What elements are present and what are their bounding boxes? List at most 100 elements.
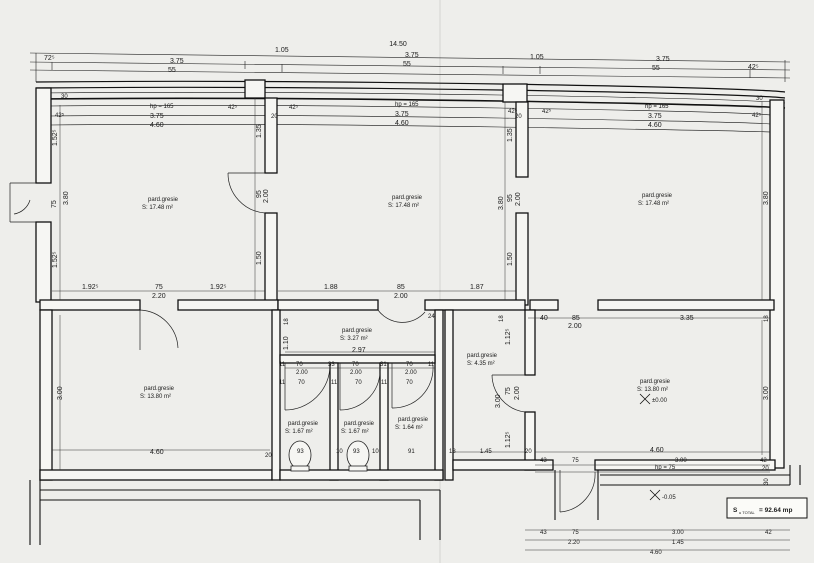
dim: 1.87: [470, 284, 484, 291]
dim: 1.52⁵: [52, 251, 59, 268]
dim: 75: [572, 458, 579, 464]
hp-label: hp = 165: [150, 104, 174, 110]
dim: 3.75: [648, 113, 662, 120]
dim: 3.80: [63, 191, 70, 205]
dim: 2.00: [514, 386, 521, 400]
dim: 1.50: [507, 252, 514, 266]
dim: 70: [406, 380, 413, 386]
room-area: S: 3.27 m²: [340, 336, 368, 342]
mid-dim-texts: 1.92⁵ 75 1.92⁵ 2.20 1.88 85 1.87 2.00 40…: [82, 284, 770, 354]
room-name: pard.gresie: [144, 386, 175, 392]
dim: 1.45: [672, 540, 684, 546]
room-name: pard.gresie: [342, 328, 373, 334]
dim: 2.00: [568, 323, 582, 330]
hp-label: hp = 165: [645, 104, 669, 110]
wall-mark: 30: [61, 94, 68, 100]
dim: 55: [168, 67, 176, 74]
dim: 72⁵: [44, 55, 55, 62]
dim: 3.00: [763, 386, 770, 400]
dim: 3.00: [675, 458, 687, 464]
dim: 3.75: [170, 58, 184, 65]
wall-hall-right: [434, 309, 444, 481]
wall-wc-left: [271, 309, 281, 481]
dim: 2.00: [350, 370, 362, 376]
dim: 93: [297, 449, 304, 455]
room-name: pard.gresie: [288, 421, 319, 427]
dim: 11: [331, 380, 338, 386]
room-name: pard.gresie: [642, 193, 673, 199]
interior-dimension-lines: [52, 98, 790, 551]
wall-bottom-2: [279, 469, 444, 481]
dim: 1.05: [530, 54, 544, 61]
total-area-subscript: u TOTAL: [739, 510, 756, 515]
dim: 1.12⁵: [505, 431, 512, 448]
room-name: pard.gresie: [392, 195, 423, 201]
dim: 43: [540, 530, 547, 536]
toilet-icon: [346, 440, 370, 470]
wall-mid-2: [177, 299, 279, 311]
dim: 2.00: [405, 370, 417, 376]
dim: 42: [765, 530, 772, 536]
dim: 3.00: [57, 386, 64, 400]
room-area: S: 13.80 m²: [140, 394, 171, 400]
wall-int-2b: [515, 212, 529, 306]
dim: 55: [403, 61, 411, 68]
dim: 24: [428, 314, 435, 320]
dim: 2.00: [394, 293, 408, 300]
dim: 85: [572, 315, 580, 322]
door-swing: [284, 363, 331, 411]
dim: 75: [51, 200, 58, 208]
room-area: S: 17.48 m²: [142, 205, 173, 211]
wall-mark: 42⁵: [228, 104, 238, 111]
dim: 4.60: [395, 120, 409, 127]
dim: 20: [265, 453, 272, 459]
dim: 3.35: [680, 315, 694, 322]
room-area: S: 17.48 m²: [388, 203, 419, 209]
wall-mark: 42⁵: [289, 104, 299, 111]
dim: 70: [296, 362, 303, 368]
wall-mark: 42⁵: [752, 112, 762, 119]
dim: 20: [762, 466, 769, 472]
dim: 1.35: [256, 124, 263, 138]
dim: 70: [352, 362, 359, 368]
dim: 1.92⁵: [82, 284, 99, 291]
dim: 4.60: [648, 122, 662, 129]
dim: 18: [764, 315, 770, 322]
footing-lines: [29, 465, 801, 545]
wall-int-1a: [264, 97, 278, 174]
dim: 40: [540, 315, 548, 322]
dim: 30: [764, 478, 770, 485]
dim: 3.00: [672, 530, 684, 536]
bottom-dim-texts: 43 75 3.00 42 2.20 1.45 4.60: [540, 530, 772, 556]
dim: 55: [652, 65, 660, 72]
level-marker-icon: [639, 393, 661, 501]
room-level: ±0.00: [652, 398, 668, 404]
pillar: [244, 79, 266, 99]
room-labels: pard.gresie S: 17.48 m² pard.gresie S: 1…: [140, 193, 673, 435]
dim: 18: [284, 318, 290, 325]
dim: 75: [155, 284, 163, 291]
dim: 2.00: [263, 189, 270, 203]
dim: 3.75: [395, 111, 409, 118]
door-swing: [13, 199, 31, 215]
dim: 1.35: [507, 128, 514, 142]
dim: 70: [406, 362, 413, 368]
dim: 11: [381, 380, 388, 386]
dim: 2.00: [296, 370, 308, 376]
dim: 3.00: [495, 394, 502, 408]
room-area: S: 1.67 m²: [285, 429, 313, 435]
wall-mark: 42⁵: [542, 108, 552, 115]
dim: 4.60: [150, 122, 164, 129]
top-dimension-lines: [29, 52, 791, 82]
pillar: [502, 83, 528, 103]
dim: 75: [505, 387, 512, 395]
toilet-tank-icon: [348, 465, 368, 472]
wall-mid-5: [529, 299, 559, 311]
total-area-symbol: S: [733, 507, 738, 514]
door-swing: [491, 374, 526, 413]
dim: 20: [525, 449, 532, 455]
room-area: S: 1.67 m²: [341, 429, 369, 435]
wall-mid-3: [277, 299, 379, 311]
exterior-elevation: -0.05: [662, 495, 676, 501]
